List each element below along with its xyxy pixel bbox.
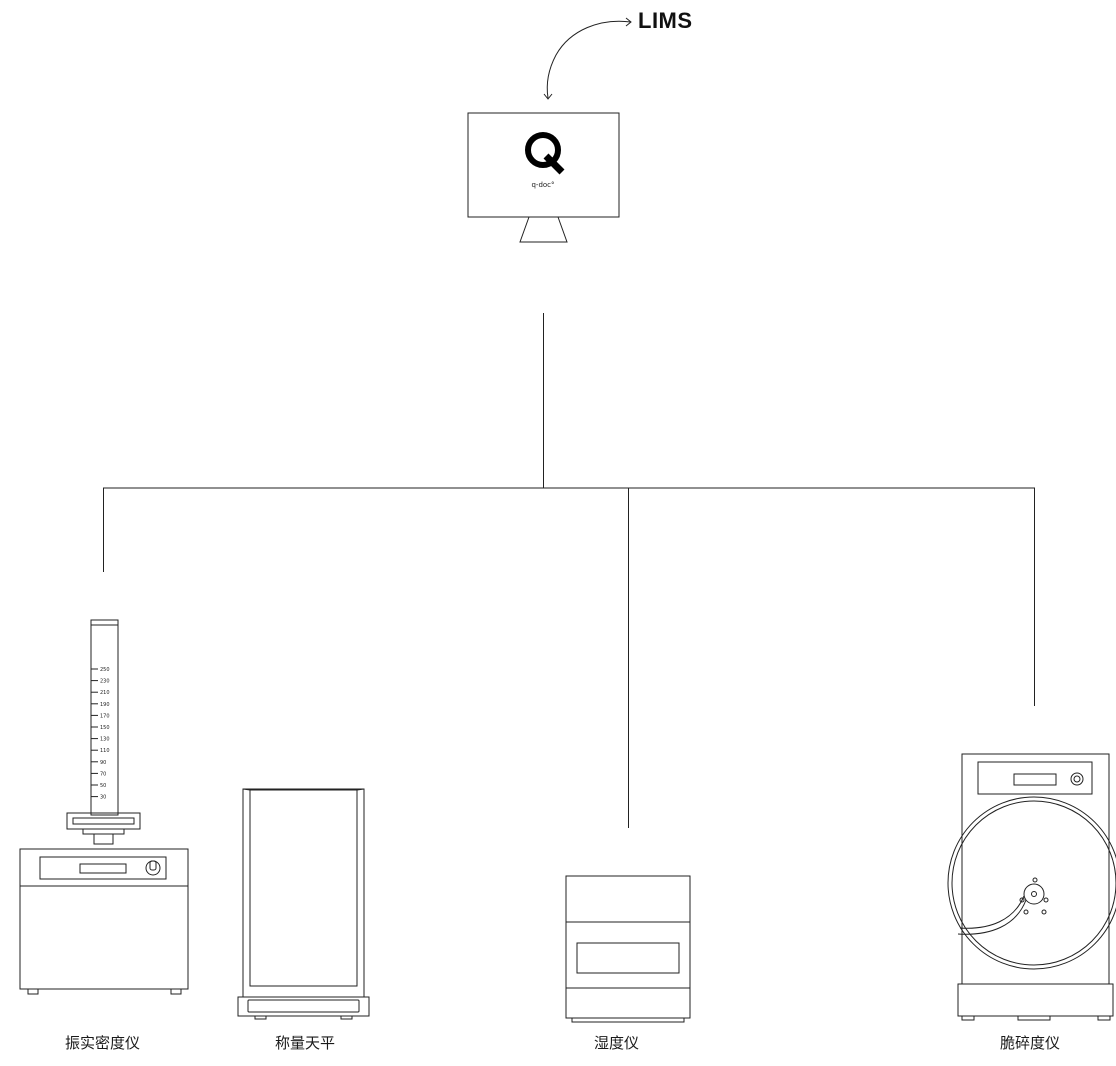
scale-label: 190 xyxy=(100,702,110,708)
scale-label: 90 xyxy=(100,760,106,766)
scale-label: 250 xyxy=(100,667,110,673)
scale-label: 110 xyxy=(100,748,110,754)
scale-label: 70 xyxy=(100,771,106,777)
scale-label: 210 xyxy=(100,690,110,696)
cylinder-scale: 250 230 210 190 170 150 130 110 90 70 50 30 xyxy=(91,667,110,801)
scale-label: 170 xyxy=(100,713,110,719)
scale-label: 130 xyxy=(100,737,110,743)
instrument-label-moisture: 湿度仪 xyxy=(594,1034,640,1052)
analytical-balance xyxy=(237,788,370,1020)
instrument-label-balance: 称量天平 xyxy=(275,1034,336,1052)
scale-label: 30 xyxy=(100,795,106,801)
lims-arrow xyxy=(543,17,632,100)
q-logo-icon xyxy=(525,132,565,175)
tapped-density-tester: 250 230 210 190 170 150 130 110 90 70 50 30 xyxy=(19,619,189,995)
scale-label: 150 xyxy=(100,725,110,731)
monitor: q-doc° xyxy=(467,112,620,243)
friability-tester xyxy=(947,753,1116,1021)
moisture-analyzer xyxy=(565,875,691,1023)
instrument-label-tapped-density: 振实密度仪 xyxy=(65,1034,141,1052)
instrument-label-friability: 脆碎度仪 xyxy=(1000,1034,1061,1052)
connection-lines xyxy=(103,313,1035,828)
scale-label: 230 xyxy=(100,679,110,685)
scale-label: 50 xyxy=(100,783,106,789)
monitor-brand-text: q-doc° xyxy=(531,181,554,189)
lims-label: LIMS xyxy=(638,8,693,33)
